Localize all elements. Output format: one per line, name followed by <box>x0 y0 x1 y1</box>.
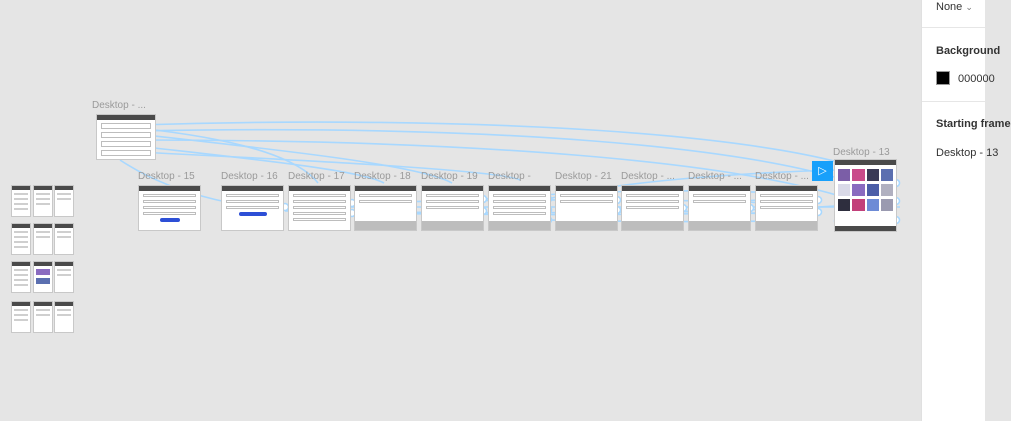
frame-desktop-21[interactable] <box>555 185 618 231</box>
prototype-properties-panel: None ⌄ Background 000000 Starting frame … <box>921 0 1011 421</box>
background-section-title: Background <box>936 45 1001 57</box>
frame-desktop-15[interactable] <box>138 185 201 231</box>
prototype-canvas[interactable]: Desktop - ... Desktop - 15 Desktop - 16 … <box>0 0 921 421</box>
chevron-down-icon: ⌄ <box>965 2 973 12</box>
frame-label-desktop-23[interactable]: Desktop - ... <box>688 171 742 182</box>
starting-frame-select[interactable]: Desktop - 13 <box>936 147 999 159</box>
mini-frame[interactable] <box>33 223 53 255</box>
flow-arrow <box>136 139 897 219</box>
mini-frame[interactable] <box>11 185 31 217</box>
product-thumbnail <box>852 184 865 196</box>
overflow-value-text: None <box>936 1 963 13</box>
frame-desktop-16[interactable] <box>221 185 284 231</box>
frame-label-desktop-20[interactable]: Desktop - <box>488 171 531 182</box>
product-thumbnail <box>880 169 893 181</box>
frame-desktop-24[interactable] <box>755 185 818 231</box>
product-thumbnail <box>866 199 879 211</box>
frame-label-desktop-19[interactable]: Desktop - 19 <box>421 171 478 182</box>
frame-desktop-23[interactable] <box>688 185 751 231</box>
product-thumbnail <box>880 184 893 196</box>
mini-frame[interactable] <box>11 301 31 333</box>
frame-desktop-13[interactable] <box>834 159 897 232</box>
divider <box>922 101 985 102</box>
play-icon: ▷ <box>818 164 827 177</box>
frame-label-desktop-18[interactable]: Desktop - 18 <box>354 171 411 182</box>
background-hex-input[interactable]: 000000 <box>958 73 995 85</box>
frame-top[interactable] <box>96 114 156 160</box>
mini-frame[interactable] <box>11 261 31 293</box>
frame-label-desktop-17[interactable]: Desktop - 17 <box>288 171 345 182</box>
frame-label-top[interactable]: Desktop - ... <box>92 100 146 111</box>
product-thumbnail <box>852 169 865 181</box>
frame-label-desktop-22[interactable]: Desktop - ... <box>621 171 675 182</box>
frame-label-desktop-16[interactable]: Desktop - 16 <box>221 171 278 182</box>
mini-frame[interactable] <box>33 301 53 333</box>
mini-frame[interactable] <box>54 223 74 255</box>
product-thumbnail <box>838 199 851 211</box>
flow-arrow <box>136 127 319 184</box>
flow-arrow <box>136 128 897 201</box>
product-thumbnail <box>866 169 879 181</box>
frame-desktop-17[interactable] <box>288 185 351 231</box>
frame-desktop-22[interactable] <box>621 185 684 231</box>
product-thumbnail <box>866 184 879 196</box>
background-color-swatch[interactable] <box>936 71 950 85</box>
frame-desktop-20[interactable] <box>488 185 551 231</box>
flow-arrow <box>136 145 385 184</box>
mini-frame[interactable] <box>33 185 53 217</box>
mini-frame[interactable] <box>54 301 74 333</box>
product-thumbnail <box>880 199 893 211</box>
product-thumbnail <box>838 169 851 181</box>
mini-frame[interactable] <box>54 261 74 293</box>
frame-desktop-18[interactable] <box>354 185 417 231</box>
frame-label-desktop-21[interactable]: Desktop - 21 <box>555 171 612 182</box>
frame-label-desktop-13[interactable]: Desktop - 13 <box>833 147 890 158</box>
overflow-value[interactable]: None ⌄ <box>936 1 973 13</box>
frame-label-desktop-24[interactable]: Desktop - ... <box>755 171 809 182</box>
frame-desktop-19[interactable] <box>421 185 484 231</box>
product-thumbnail <box>852 199 865 211</box>
starting-frame-play-button[interactable]: ▷ <box>812 161 833 181</box>
divider <box>922 27 985 28</box>
frame-label-desktop-15[interactable]: Desktop - 15 <box>138 171 195 182</box>
mini-frame[interactable] <box>33 261 53 293</box>
flow-arrow <box>136 133 453 184</box>
product-thumbnail <box>838 184 851 196</box>
starting-frame-section-title: Starting frame <box>936 118 1011 130</box>
mini-frame[interactable] <box>54 185 74 217</box>
mini-frame[interactable] <box>11 223 31 255</box>
